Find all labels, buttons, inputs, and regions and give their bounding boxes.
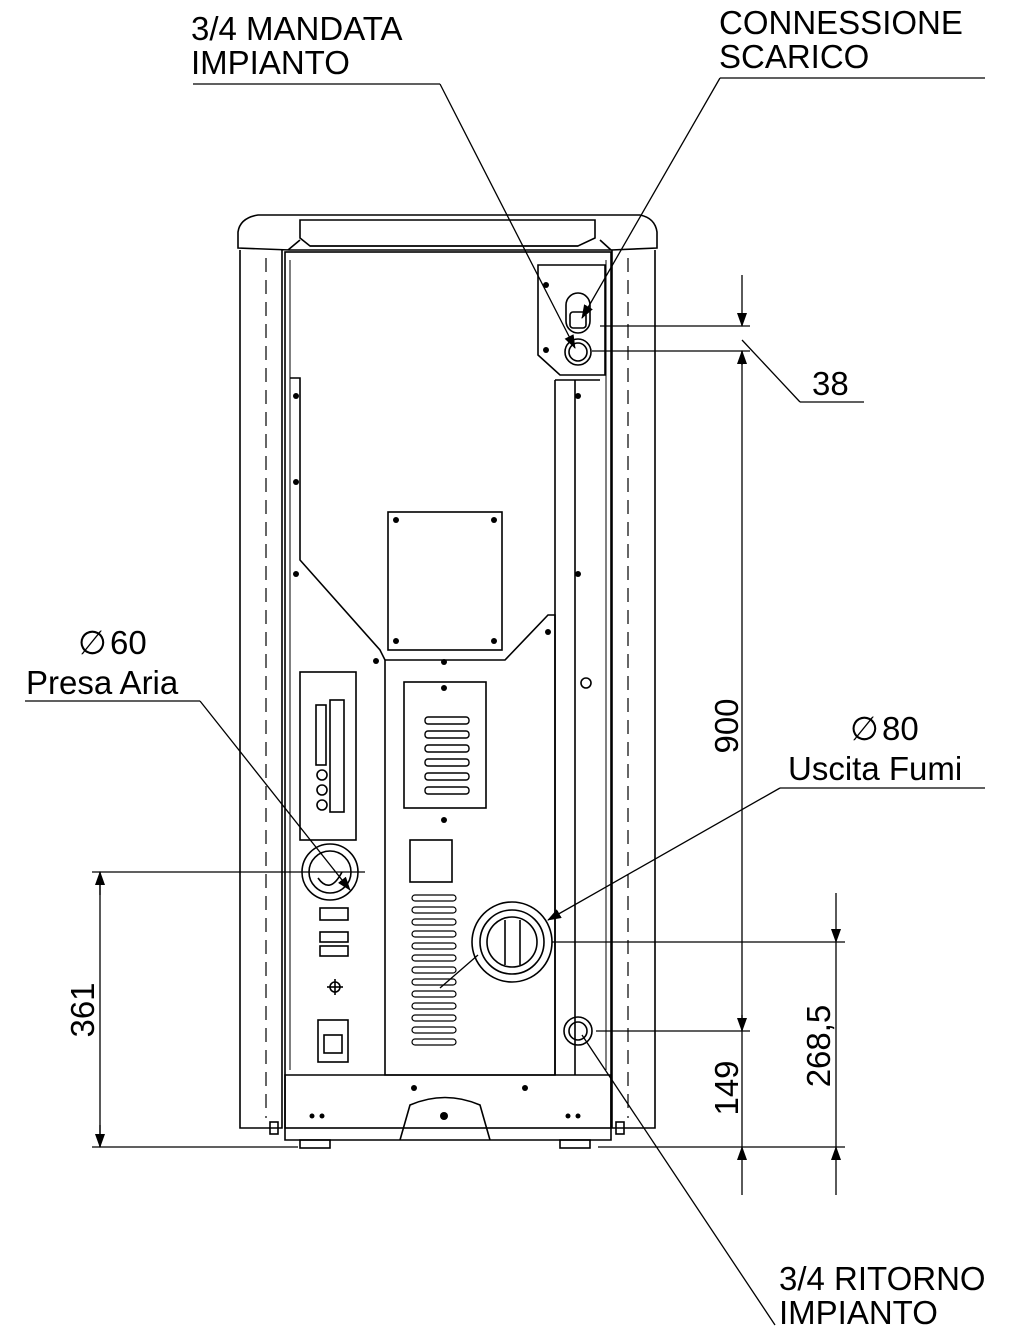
ritorno-fitting — [563, 1016, 593, 1046]
vent-grille — [411, 894, 457, 1046]
presa-aria-diameter-symbol: ∅ — [78, 624, 107, 661]
mandata-fitting — [564, 338, 592, 366]
stove-body — [237, 214, 658, 1149]
scarico-fitting — [565, 292, 591, 334]
dimension-lines — [25, 77, 985, 1326]
power-socket — [317, 1019, 349, 1063]
back-frame — [284, 251, 612, 1129]
presa-aria-label: Presa Aria — [26, 664, 179, 701]
control-board — [299, 671, 357, 841]
uscita-fumi-diameter: 80 — [882, 710, 919, 747]
presa-aria-diameter: 60 — [110, 624, 147, 661]
base — [284, 1074, 612, 1141]
louvre-panel — [403, 681, 487, 809]
left-bracket — [290, 377, 386, 661]
louvre-slots — [424, 716, 470, 795]
scarico-label-line2: SCARICO — [719, 38, 869, 75]
uscita-fumi-diameter-symbol: ∅ — [850, 710, 879, 747]
right-channel — [554, 379, 600, 1075]
left-side-panel — [239, 250, 283, 1129]
vent-window — [409, 839, 453, 883]
ritorno-label-line1: 3/4 RITORNO — [779, 1260, 986, 1297]
ritorno-label-line2: IMPIANTO — [779, 1294, 938, 1331]
screws — [293, 282, 581, 1120]
central-plate — [384, 614, 556, 1076]
mandata-label-line2: IMPIANTO — [191, 44, 350, 81]
right-side-panel — [611, 250, 656, 1129]
mandata-label-line1: 3/4 MANDATA — [191, 10, 403, 47]
dimension-900: 900 — [708, 698, 745, 753]
uscita-fumi-label: Uscita Fumi — [788, 750, 962, 787]
scarico-label-line1: CONNESSIONE — [719, 4, 963, 41]
inspection-panel — [387, 511, 503, 651]
dimension-268-5: 268,5 — [800, 1005, 837, 1088]
flue-outlet — [471, 901, 553, 983]
dimension-361: 361 — [64, 982, 101, 1037]
dimension-149: 149 — [708, 1060, 745, 1115]
annotations: 3/4 MANDATA IMPIANTO CONNESSIONE SCARICO… — [26, 4, 986, 1331]
dimension-38: 38 — [812, 365, 849, 402]
